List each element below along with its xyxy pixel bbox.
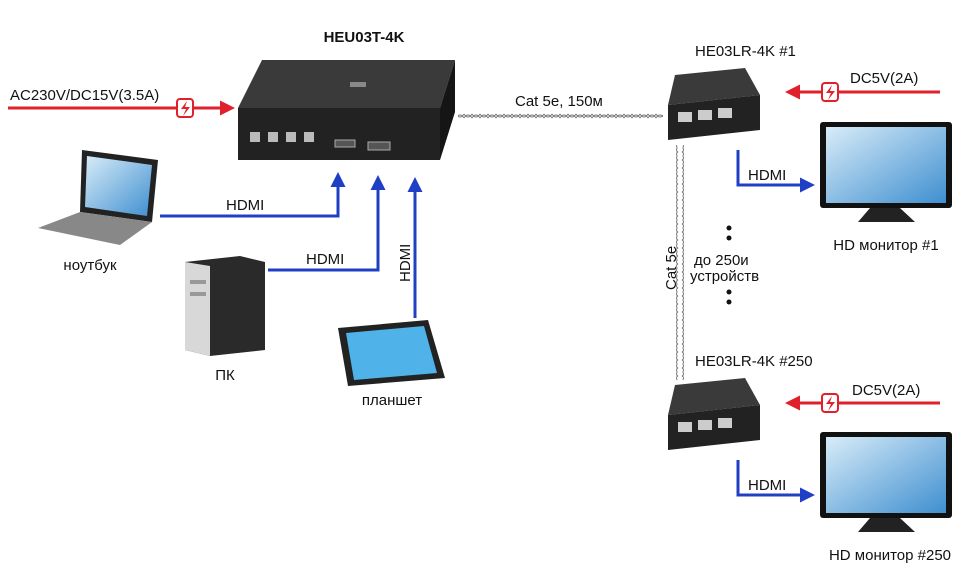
transmitter-device	[238, 60, 455, 160]
receiver-250	[668, 378, 760, 450]
pc-hdmi-arrow	[268, 175, 386, 272]
receiver-1-title: HE03LR-4K #1	[695, 43, 796, 60]
transmitter-power-label: AC230V/DC15V(3.5A)	[10, 87, 159, 104]
ellipsis-dots	[726, 225, 732, 305]
receiver-250-hdmi-arrow	[736, 460, 815, 503]
tablet-label: планшет	[362, 392, 422, 409]
monitor-1-label: HD монитор #1	[833, 237, 938, 254]
device-count-line1: до 250и	[694, 252, 749, 269]
lightning-icon	[176, 98, 194, 118]
receiver-1-hdmi-arrow	[736, 150, 815, 193]
lightning-icon	[821, 82, 839, 102]
receiver-250-hdmi-label: HDMI	[748, 477, 786, 494]
receiver-250-power-label: DC5V(2A)	[852, 382, 920, 399]
laptop-label: ноутбук	[63, 257, 117, 274]
cat5e-cable	[458, 111, 663, 119]
vertical-cable-label: Cat 5e	[663, 246, 680, 290]
monitor-250	[820, 432, 952, 532]
tablet-hdmi-label: HDMI	[397, 244, 414, 282]
lightning-icon	[821, 393, 839, 413]
device-count-line2: устройств	[690, 268, 759, 285]
pc-hdmi-label: HDMI	[306, 251, 344, 268]
receiver-1-power-label: DC5V(2A)	[850, 70, 918, 87]
pc-label: ПК	[215, 367, 235, 384]
pc-image	[185, 256, 265, 356]
transmitter-title: HEU03T-4K	[324, 29, 405, 46]
receiver-1	[668, 68, 760, 140]
laptop-hdmi-arrow	[160, 172, 346, 218]
receiver-1-hdmi-label: HDMI	[748, 167, 786, 184]
monitor-250-label: HD монитор #250	[829, 547, 951, 564]
monitor-1	[820, 122, 952, 222]
receiver-250-title: HE03LR-4K #250	[695, 353, 813, 370]
tablet-image	[338, 320, 445, 386]
cable-label: Cat 5e, 150м	[515, 93, 603, 110]
laptop-hdmi-label: HDMI	[226, 197, 264, 214]
cat5e-daisy-chain-cable	[676, 145, 684, 380]
laptop-image	[38, 150, 158, 245]
